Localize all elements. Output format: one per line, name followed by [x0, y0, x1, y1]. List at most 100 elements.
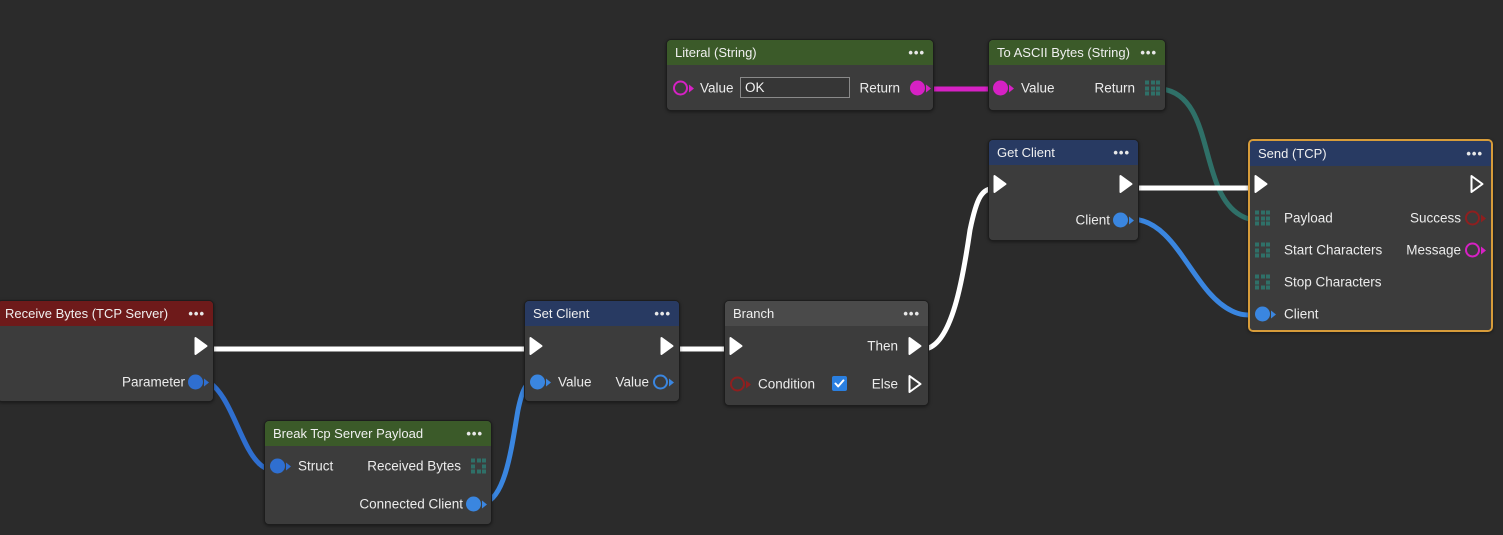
pin-out-received-bytes[interactable]: [471, 458, 486, 474]
pin-out-client[interactable]: [1113, 212, 1134, 228]
pin-in-stop-characters[interactable]: [1255, 274, 1270, 290]
node-header-branch[interactable]: Branch •••: [725, 301, 928, 326]
label-output-value: Value: [615, 374, 649, 390]
row-send-start-chars-message: Start Characters Message: [1250, 234, 1491, 266]
array-pin-icon: [471, 458, 486, 474]
node-body-get-client: Client: [989, 165, 1138, 240]
node-body-receive-bytes: Parameter: [0, 326, 213, 401]
pin-in-exec[interactable]: [993, 175, 1008, 194]
node-menu-icon[interactable]: •••: [1113, 145, 1130, 160]
node-header-set-client[interactable]: Set Client •••: [525, 301, 679, 326]
pin-out-then[interactable]: [908, 337, 923, 356]
node-body-send-tcp: Payload Success Start Characters Message: [1250, 166, 1491, 330]
pin-out-exec[interactable]: [194, 337, 209, 356]
node-menu-icon[interactable]: •••: [1140, 45, 1157, 60]
node-header-to-ascii-bytes[interactable]: To ASCII Bytes (String) •••: [989, 40, 1165, 65]
label-output-parameter: Parameter: [121, 374, 185, 390]
node-to-ascii-bytes[interactable]: To ASCII Bytes (String) ••• Value Return: [988, 39, 1166, 111]
pin-out-success[interactable]: [1465, 210, 1486, 226]
pin-arrow-icon: [286, 462, 291, 470]
literal-value-input[interactable]: OK: [740, 77, 850, 98]
pin-in-value[interactable]: [673, 80, 694, 96]
array-pin-icon: [1145, 80, 1160, 96]
pin-out-value[interactable]: [653, 374, 674, 390]
pin-in-client[interactable]: [1255, 306, 1276, 322]
node-get-client[interactable]: Get Client ••• Client: [988, 139, 1139, 241]
object-pin-icon: [270, 458, 285, 474]
node-send-tcp[interactable]: Send (TCP) •••: [1248, 139, 1493, 332]
node-branch[interactable]: Branch ••• Then: [724, 300, 929, 406]
row-receive-exec: [0, 326, 213, 366]
pin-arrow-icon: [1009, 84, 1014, 92]
pin-out-exec[interactable]: [660, 337, 675, 356]
pin-in-condition[interactable]: [730, 376, 751, 392]
object-pin-icon: [466, 496, 481, 512]
row-ascii-value-return: Value Return: [989, 65, 1165, 110]
object-pin-icon: [1113, 212, 1128, 228]
condition-checkbox[interactable]: [832, 376, 847, 391]
pin-out-else[interactable]: [908, 375, 923, 394]
node-literal-string[interactable]: Literal (String) ••• Value OK Return: [666, 39, 934, 111]
label-input-condition: Condition: [758, 376, 816, 392]
node-menu-icon[interactable]: •••: [908, 45, 925, 60]
pin-out-parameter[interactable]: [188, 374, 209, 390]
pin-in-payload[interactable]: [1255, 210, 1270, 226]
row-send-stop-chars: Stop Characters: [1250, 266, 1491, 298]
label-input-value: Value: [700, 80, 734, 96]
exec-arrow-icon: [660, 337, 675, 356]
pin-in-exec[interactable]: [729, 337, 744, 356]
node-body-to-ascii-bytes: Value Return: [989, 65, 1165, 110]
pin-in-exec[interactable]: [529, 337, 544, 356]
boolean-pin-icon: [730, 376, 745, 392]
wire-getclient-client-to-send-client: [1132, 216, 1259, 318]
row-get-client-exec: [989, 165, 1138, 203]
object-pin-icon: [530, 374, 545, 390]
pin-arrow-icon: [669, 378, 674, 386]
pin-in-value[interactable]: [530, 374, 551, 390]
row-set-client-value: Value Value: [525, 366, 679, 398]
node-header-literal-string[interactable]: Literal (String) •••: [667, 40, 933, 65]
array-pin-icon: [1255, 242, 1270, 258]
pin-out-message[interactable]: [1465, 242, 1486, 258]
boolean-pin-icon: [1465, 210, 1480, 226]
node-set-client[interactable]: Set Client •••: [524, 300, 680, 402]
pin-out-connected-client[interactable]: [466, 496, 487, 512]
node-menu-icon[interactable]: •••: [654, 306, 671, 321]
pin-in-struct[interactable]: [270, 458, 291, 474]
pin-out-exec[interactable]: [1119, 175, 1134, 194]
node-header-send-tcp[interactable]: Send (TCP) •••: [1250, 141, 1491, 166]
wire-branch-then-to-getclient: [924, 185, 996, 352]
label-output-connected-client: Connected Client: [359, 496, 463, 512]
node-body-break-tcp-payload: Struct Received Bytes Connected Client: [265, 446, 491, 524]
node-header-receive-bytes[interactable]: Receive Bytes (TCP Server) •••: [0, 301, 213, 326]
pin-in-exec[interactable]: [1254, 175, 1269, 194]
row-get-client-client: Client: [989, 203, 1138, 237]
row-send-payload-success: Payload Success: [1250, 202, 1491, 234]
node-menu-icon[interactable]: •••: [1466, 146, 1483, 161]
exec-arrow-icon: [1254, 175, 1269, 194]
pin-out-return[interactable]: [910, 80, 931, 96]
pin-in-value[interactable]: [993, 80, 1014, 96]
label-input-stop-characters: Stop Characters: [1284, 274, 1382, 290]
pin-out-return[interactable]: [1145, 80, 1160, 96]
row-break-connected-client: Connected Client: [265, 486, 491, 522]
node-header-get-client[interactable]: Get Client •••: [989, 140, 1138, 165]
node-menu-icon[interactable]: •••: [188, 306, 205, 321]
node-menu-icon[interactable]: •••: [903, 306, 920, 321]
string-pin-icon: [910, 80, 925, 96]
row-receive-parameter: Parameter: [0, 366, 213, 398]
node-header-break-tcp-payload[interactable]: Break Tcp Server Payload •••: [265, 421, 491, 446]
node-receive-bytes-tcp-server[interactable]: Receive Bytes (TCP Server) ••• Parameter: [0, 300, 214, 402]
pin-out-exec[interactable]: [1470, 175, 1485, 194]
pin-arrow-icon: [482, 500, 487, 508]
node-menu-icon[interactable]: •••: [466, 426, 483, 441]
label-input-client: Client: [1284, 306, 1319, 322]
row-break-struct-received: Struct Received Bytes: [265, 446, 491, 486]
object-pin-icon: [653, 374, 668, 390]
node-break-tcp-server-payload[interactable]: Break Tcp Server Payload ••• Struct Rece…: [264, 420, 492, 525]
string-pin-icon: [993, 80, 1008, 96]
object-pin-icon: [1255, 306, 1270, 322]
pin-in-start-characters[interactable]: [1255, 242, 1270, 258]
exec-arrow-icon: [729, 337, 744, 356]
